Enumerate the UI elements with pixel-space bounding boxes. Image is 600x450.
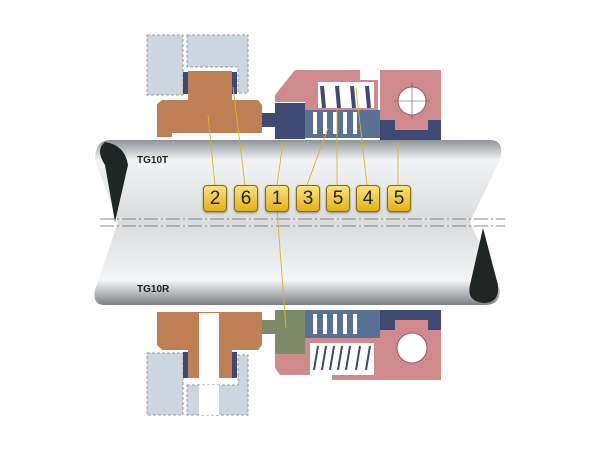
model-label-bottom: TG10R [137, 284, 170, 295]
shaft-end-left [100, 142, 128, 222]
leader-lines [207, 86, 399, 329]
part-badge: 5 [387, 185, 411, 212]
rotary-unit-bottom [262, 310, 441, 380]
centerline [100, 218, 505, 227]
model-label-top: TG10T [137, 155, 169, 166]
rotary-unit-top [262, 70, 441, 140]
part-badge: 3 [296, 185, 320, 212]
part-badge: 4 [356, 185, 380, 212]
part-badge: 5 [326, 185, 350, 212]
rotary-ring [275, 310, 305, 354]
gland-top [146, 34, 249, 96]
part-badge: 6 [234, 185, 258, 212]
part-badge: 1 [265, 185, 289, 212]
gland-bottom [146, 352, 249, 416]
part-badge: 2 [203, 185, 227, 212]
stationary-seat-top [157, 71, 262, 137]
shaft-end-right [469, 228, 499, 303]
shaft [94, 140, 502, 305]
